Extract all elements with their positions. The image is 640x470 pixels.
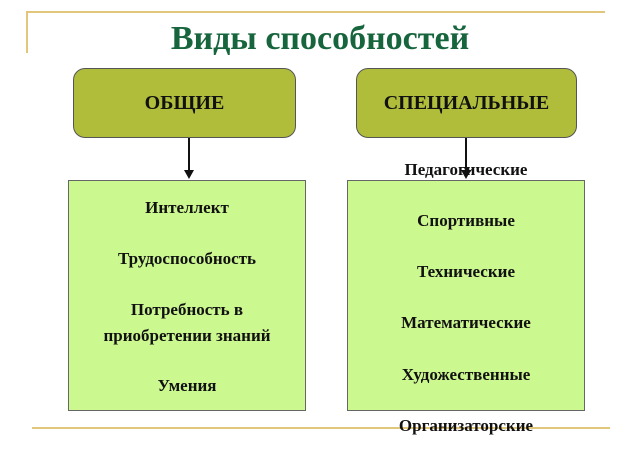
- special-list-box: [347, 180, 585, 411]
- top-rule: [26, 11, 605, 13]
- special-item: Художественные: [401, 365, 531, 384]
- general-list-box: [68, 180, 306, 411]
- general-item: Трудоспособность: [117, 249, 257, 268]
- general-item: приобретении знаний: [103, 326, 271, 345]
- arrow-special-head-icon: [461, 170, 471, 179]
- arrow-special-line: [465, 138, 467, 170]
- arrow-general-line: [188, 138, 190, 170]
- special-item: Спортивные: [417, 211, 515, 230]
- slide-title: Виды способностей: [170, 20, 470, 57]
- arrow-general-head-icon: [184, 170, 194, 179]
- bottom-rule: [32, 427, 610, 429]
- category-special: СПЕЦИАЛЬНЫЕ: [356, 68, 577, 138]
- special-item: Математические: [401, 313, 531, 332]
- special-item: Технические: [416, 262, 515, 281]
- special-item: Организаторские: [398, 416, 534, 435]
- left-rule: [26, 11, 28, 53]
- category-general: ОБЩИЕ: [73, 68, 296, 138]
- general-item: Интеллект: [145, 198, 229, 217]
- general-item: Умения: [157, 376, 217, 395]
- general-item: Потребность в: [130, 300, 244, 319]
